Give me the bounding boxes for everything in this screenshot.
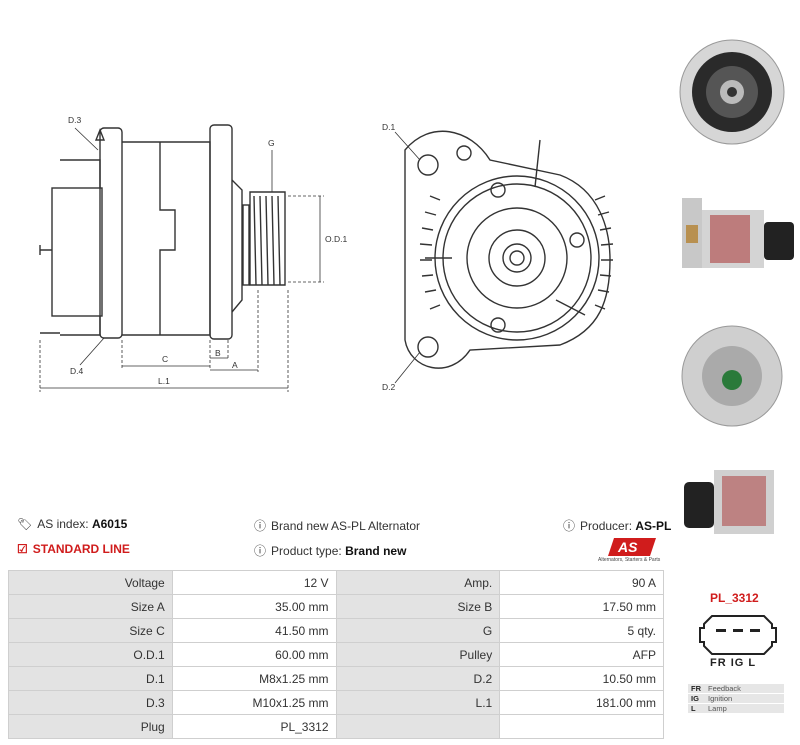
plug-pins: FR IG L	[710, 657, 757, 669]
label-d4: D.4	[70, 366, 84, 376]
info-icon: ⓘ	[563, 519, 576, 533]
plug-title: PL_3312	[710, 591, 759, 605]
spec-value: 10.50 mm	[499, 666, 664, 691]
checkbox-icon: ☑	[17, 542, 28, 556]
spec-label: Size B	[335, 594, 501, 619]
label-c: C	[162, 354, 168, 364]
photo-rear	[681, 325, 783, 427]
spec-value: AFP	[499, 642, 664, 667]
legend-key: IG	[691, 694, 699, 703]
spec-label: D.1	[8, 666, 173, 691]
spec-label: Pulley	[335, 642, 501, 667]
label-l1: L.1	[158, 376, 170, 386]
spec-label: O.D.1	[8, 642, 173, 667]
spec-value	[499, 714, 664, 739]
product-photos	[679, 39, 794, 534]
spec-label: G	[335, 618, 501, 643]
spec-label: Plug	[8, 714, 173, 739]
tag-icon: 🏷︎	[17, 517, 33, 531]
front-view	[394, 130, 614, 384]
spec-value: M8x1.25 mm	[171, 666, 337, 691]
legend-key: FR	[691, 684, 701, 693]
spec-value: 41.50 mm	[171, 618, 337, 643]
logo-tagline: Alternators, Starters & Parts	[598, 557, 661, 563]
label-d1: D.1	[382, 122, 396, 132]
photo-front	[679, 39, 785, 145]
spec-label: L.1	[335, 690, 501, 715]
photo-angle	[684, 470, 774, 534]
label-b: B	[215, 348, 221, 358]
spec-value: M10x1.25 mm	[171, 690, 337, 715]
spec-value: 35.00 mm	[171, 594, 337, 619]
spec-label	[335, 714, 501, 739]
as-pl-logo: AS	[608, 538, 656, 556]
info-icon: ⓘ	[254, 519, 267, 533]
legend-row: L Lamp	[688, 704, 784, 713]
info-icon: ⓘ	[254, 544, 267, 558]
label-d2: D.2	[382, 382, 396, 392]
legend-row: FR Feedback	[688, 684, 784, 693]
photo-side	[682, 198, 794, 268]
legend-row: IG Ignition	[688, 694, 784, 703]
standard-line-badge: ☑STANDARD LINE	[17, 542, 130, 556]
spec-value: 90 A	[499, 570, 664, 595]
svg-text:AS: AS	[617, 539, 638, 555]
plug-connector-icon	[699, 615, 777, 655]
label-a: A	[232, 360, 238, 370]
spec-value: PL_3312	[171, 714, 337, 739]
spec-value: 181.00 mm	[499, 690, 664, 715]
spec-value: 60.00 mm	[171, 642, 337, 667]
as-index: 🏷︎AS index: A6015	[17, 517, 128, 531]
label-d3: D.3	[68, 115, 82, 125]
label-od1: O.D.1	[325, 234, 347, 244]
spec-value: 12 V	[171, 570, 337, 595]
technical-drawing: D.3 D.4 G O.D.1 C B A L.1 D.1 D.2	[39, 115, 614, 392]
spec-label: Voltage	[8, 570, 173, 595]
legend-value: Lamp	[708, 704, 727, 713]
spec-label: Size A	[8, 594, 173, 619]
legend-key: L	[691, 704, 696, 713]
spec-value: 17.50 mm	[499, 594, 664, 619]
label-g: G	[268, 138, 275, 148]
legend-value: Ignition	[708, 694, 733, 703]
spec-label: Size C	[8, 618, 173, 643]
spec-value: 5 qty.	[499, 618, 664, 643]
legend-value: Feedback	[708, 684, 741, 693]
spec-label: Amp.	[335, 570, 501, 595]
spec-label: D.3	[8, 690, 173, 715]
side-view	[39, 124, 286, 340]
spec-label: D.2	[335, 666, 501, 691]
